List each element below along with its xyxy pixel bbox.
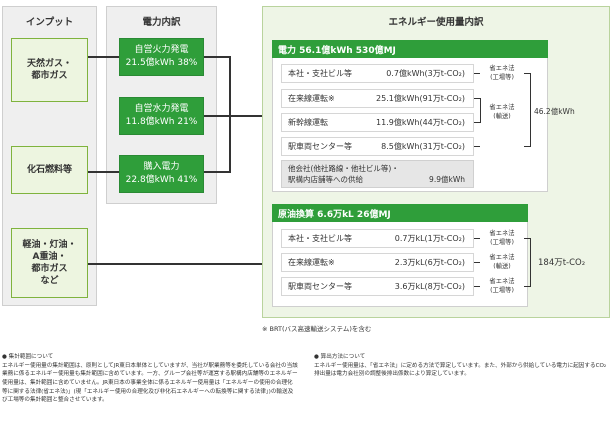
row-value: 0.7万kL(1万t-CO₂): [394, 234, 465, 243]
bracket-elec-transport-bottom: [474, 122, 480, 123]
input-fossil-fuel: 化石燃料等: [11, 146, 88, 194]
footnote: ※ BRT(バス高速輸送システム)を含む: [262, 325, 372, 333]
power-source-name: 購入電力: [143, 161, 180, 172]
note-scope-title: ● 集計範囲について: [2, 354, 54, 360]
oil-row-stations: 駅車両センター等 3.6万kL(8万t-CO₂): [281, 277, 474, 296]
power-source-hydro: 自営水力発電 11.8億kWh 21%: [119, 97, 204, 135]
bracket-oil-total-bottom: [524, 286, 530, 287]
bracket-elec-transport-vert: [480, 98, 481, 123]
oil-row-conventional: 在来線運転※ 2.3万kL(6万t-CO₂): [281, 253, 474, 272]
note-method-body: エネルギー使用量は、「省エネ法」に定める方法で算定しています。また、外部から供給…: [314, 362, 607, 378]
row-value: 8.5億kWh(31万t-CO₂): [381, 142, 465, 151]
bracket-elec-total-top: [524, 73, 530, 74]
connector-purchased-out: [204, 171, 230, 173]
bracket-oil-factory: [474, 238, 480, 239]
note-scope: ● 集計範囲について エネルギー使用量の集計範囲は、原則としてJR東日本単体とし…: [2, 353, 298, 405]
bracket-oil-stations: [474, 286, 480, 287]
note-scope-body: エネルギー使用量の集計範囲は、原則としてJR東日本単体としていますが、当社が駅業…: [2, 362, 298, 404]
electricity-row-conventional: 在来線運転※ 25.1億kWh(91万t-CO₂): [281, 89, 474, 108]
oil-law-transport: 省エネ法 (輸送): [489, 254, 515, 270]
connector-gas-thermal: [88, 56, 119, 58]
row-value: 11.9億kWh(44万t-CO₂): [376, 118, 465, 127]
elec-law-transport: 省エネ法 (輸送): [489, 104, 515, 120]
row-label: 本社・支社ビル等: [288, 69, 352, 78]
row-value: 9.9億kWh: [429, 174, 465, 184]
bracket-oil-total-top: [524, 238, 530, 239]
bracket-elec-stations: [474, 146, 480, 147]
bracket-elec-total-bottom: [524, 146, 530, 147]
input-light-oil: 軽油・灯油・ A重油・ 都市ガス など: [11, 228, 88, 298]
input-header: インプット: [25, 17, 74, 28]
electricity-total: 46.2億kWh: [534, 107, 575, 116]
oil-row-office: 本社・支社ビル等 0.7万kL(1万t-CO₂): [281, 229, 474, 248]
row-value: 2.3万kL(6万t-CO₂): [394, 258, 465, 267]
power-source-thermal: 自営火力発電 21.5億kWh 38%: [119, 38, 204, 76]
row-value: 0.7億kWh(3万t-CO₂): [386, 69, 465, 78]
elec-law-factory: 省エネ法 (工場等): [489, 65, 515, 81]
electricity-row-stations: 駅車両センター等 8.5億kWh(31万t-CO₂): [281, 137, 474, 156]
power-source-value: 21.5億kWh 38%: [125, 58, 198, 68]
oil-total: 184万t-CO₂: [538, 258, 586, 268]
row-label: 駅車両センター等: [288, 282, 352, 291]
connector-thermal-out: [204, 56, 230, 58]
electricity-row-shinkansen: 新幹線運転 11.9億kWh(44万t-CO₂): [281, 113, 474, 132]
oil-law-factory-2: 省エネ法 (工場等): [489, 278, 515, 294]
row-label: 本社・支社ビル等: [288, 234, 352, 243]
power-header: 電力内訳: [142, 17, 181, 28]
row-label: 他会社(他社路線・他社ビル等)・ 駅構内店舗等への供給: [288, 163, 399, 184]
note-method: ● 算出方法について エネルギー使用量は、「省エネ法」に定める方法で算定していま…: [314, 353, 610, 379]
row-value: 25.1億kWh(91万t-CO₂): [376, 94, 465, 103]
row-label: 駅車両センター等: [288, 142, 352, 151]
electricity-title: 電力 56.1億kWh 530億MJ: [272, 40, 548, 58]
usage-header: エネルギー使用量内訳: [388, 17, 484, 28]
bracket-oil-total-vert: [530, 238, 531, 287]
connector-oil-usage: [88, 263, 262, 265]
row-value: 3.6万kL(8万t-CO₂): [394, 282, 465, 291]
row-label: 在来線運転※: [288, 94, 335, 103]
power-source-purchased: 購入電力 22.8億kWh 41%: [119, 155, 204, 193]
connector-bus-vertical: [229, 56, 231, 173]
connector-fossil-purchased: [88, 171, 119, 173]
bracket-oil-transport: [474, 262, 480, 263]
power-source-value: 22.8億kWh 41%: [125, 175, 198, 185]
row-label: 新幹線運転: [288, 118, 328, 127]
oil-title: 原油換算 6.6万kL 26億MJ: [272, 204, 528, 222]
bracket-elec-factory: [474, 73, 480, 74]
power-source-value: 11.8億kWh 21%: [125, 117, 198, 127]
oil-law-factory: 省エネ法 (工場等): [489, 230, 515, 246]
input-natural-gas: 天然ガス・ 都市ガス: [11, 38, 88, 102]
note-method-title: ● 算出方法について: [314, 354, 366, 360]
power-source-name: 自営水力発電: [134, 103, 189, 114]
row-label: 在来線運転※: [288, 258, 335, 267]
bracket-elec-transport-top: [474, 98, 480, 99]
connector-hydro-out: [204, 115, 262, 117]
power-source-name: 自営火力発電: [134, 44, 189, 55]
electricity-row-office: 本社・支社ビル等 0.7億kWh(3万t-CO₂): [281, 64, 474, 83]
electricity-row-other: 他会社(他社路線・他社ビル等)・ 駅構内店舗等への供給 9.9億kWh: [281, 160, 474, 188]
bracket-elec-total-vert: [530, 73, 531, 147]
